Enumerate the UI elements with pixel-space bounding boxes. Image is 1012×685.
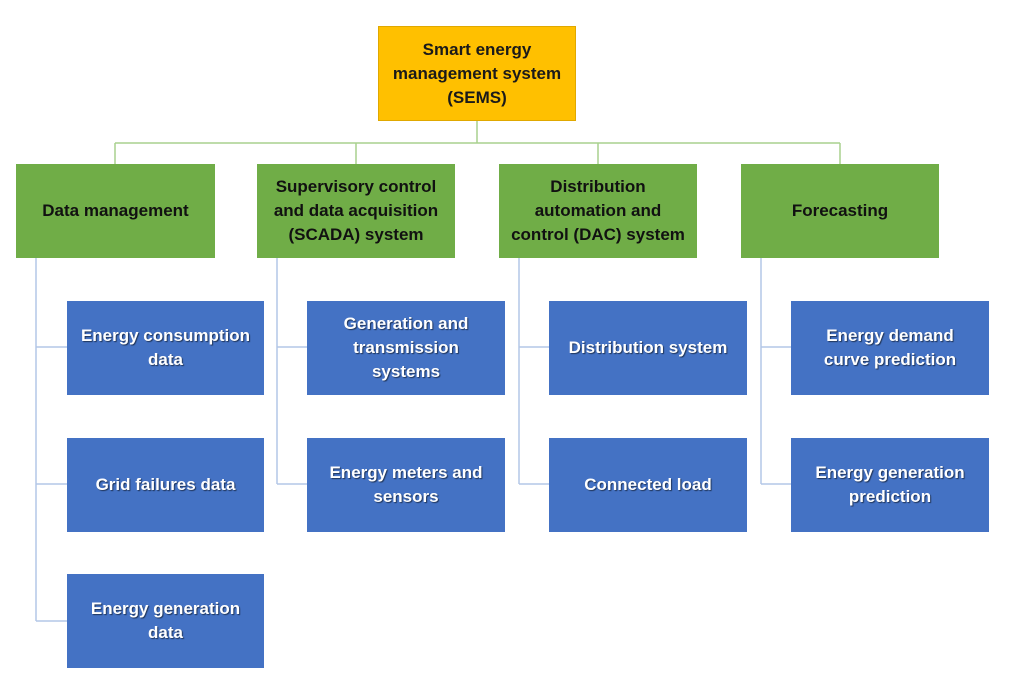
- leaf-label: Energy meters and sensors: [329, 463, 483, 506]
- leaf-connector-scada: [276, 258, 307, 485]
- root-connector: [114, 121, 841, 164]
- leaf-node-connected-load: Connected load: [549, 438, 747, 532]
- leaf-node-generation-transmission: Generation and transmission systems: [307, 301, 505, 395]
- leaf-node-energy-consumption-data: Energy consumption data: [67, 301, 264, 395]
- root-node-label: Smart energy management system (SEMS): [392, 39, 562, 107]
- leaf-node-grid-failures-data: Grid failures data: [67, 438, 264, 532]
- category-label: Forecasting: [791, 201, 889, 220]
- leaf-label: Connected load: [584, 475, 712, 494]
- leaf-connector-data-management: [35, 258, 67, 622]
- category-node-scada: Supervisory control and data acquisition…: [257, 164, 455, 258]
- leaf-label: Distribution system: [568, 338, 728, 357]
- leaf-label: Energy demand curve prediction: [823, 326, 957, 369]
- category-label: Data management: [42, 201, 189, 220]
- category-node-dac: Distribution automation and control (DAC…: [499, 164, 697, 258]
- leaf-label: Grid failures data: [95, 475, 236, 494]
- category-node-data-management: Data management: [16, 164, 215, 258]
- leaf-label: Energy generation data: [90, 599, 241, 642]
- root-node: Smart energy management system (SEMS): [378, 26, 576, 121]
- category-label: Distribution automation and control (DAC…: [511, 177, 685, 244]
- leaf-label: Energy generation prediction: [815, 463, 965, 506]
- leaf-node-energy-demand-curve: Energy demand curve prediction: [791, 301, 989, 395]
- leaf-node-distribution-system: Distribution system: [549, 301, 747, 395]
- leaf-connector-forecasting: [760, 258, 791, 485]
- category-node-forecasting: Forecasting: [741, 164, 939, 258]
- category-label: Supervisory control and data acquisition…: [273, 177, 439, 244]
- leaf-node-energy-generation-prediction: Energy generation prediction: [791, 438, 989, 532]
- leaf-label: Generation and transmission systems: [343, 314, 469, 381]
- leaf-connector-dac: [518, 258, 549, 485]
- leaf-node-energy-generation-data: Energy generation data: [67, 574, 264, 668]
- leaf-label: Energy consumption data: [80, 326, 251, 369]
- leaf-node-energy-meters-sensors: Energy meters and sensors: [307, 438, 505, 532]
